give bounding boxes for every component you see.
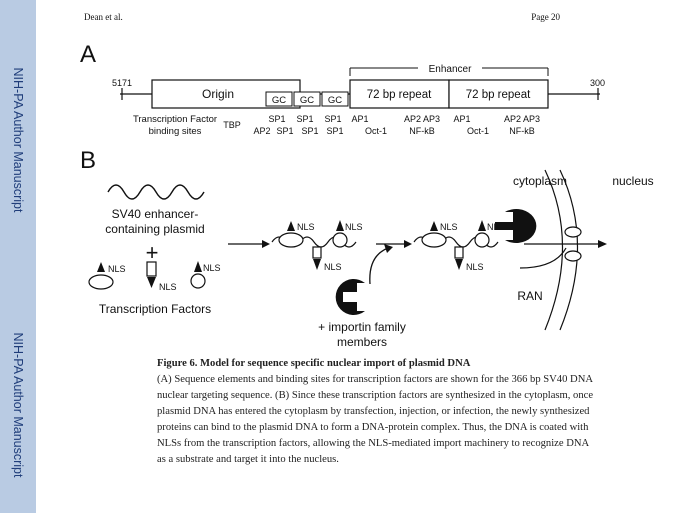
nucleus-label: nucleus	[612, 174, 653, 188]
oct1-group-b: Oct-1	[467, 126, 489, 136]
origin-label: Origin	[202, 87, 234, 101]
gc-box-3	[321, 91, 349, 107]
start-coordinate: 5171	[112, 78, 132, 88]
sp1-row1-1: SP1	[268, 114, 285, 124]
svg-text:NLS: NLS	[108, 264, 126, 274]
transcription-factors-label: Transcription Factors	[99, 302, 211, 316]
ap1-group-b: AP1	[453, 114, 470, 124]
ran-label: RAN	[517, 289, 542, 303]
nfkb-group-a: NF-kB	[409, 126, 435, 136]
dna-protein-complex-2: NLS NLS NLS	[413, 209, 537, 272]
running-header-author: Dean et al.	[84, 12, 123, 22]
sp1-row2-3: SP1	[326, 126, 343, 136]
importin-label-line1: + importin family	[318, 320, 406, 334]
page-number: Page 20	[531, 12, 560, 22]
repeat-box-1	[349, 79, 450, 109]
figure-caption: Figure 6. Model for sequence specific nu…	[157, 356, 597, 468]
ap2-row2: AP2	[253, 126, 270, 136]
gc-box-2	[293, 91, 321, 107]
plasmid-label-line1: SV40 enhancer-	[112, 207, 199, 221]
ap1-group-a: AP1	[351, 114, 368, 124]
sidebar-banner: NIH-PA Author Manuscript NIH-PA Author M…	[0, 0, 36, 513]
enhancer-label: Enhancer	[429, 64, 472, 75]
transcription-factor-3: NLS	[190, 261, 221, 289]
cytoplasm-label: cytoplasm	[513, 174, 567, 188]
svg-text:NLS: NLS	[203, 263, 221, 273]
figure-6: A Enhancer 5171 300 Origin GC GC GC 72 b…	[80, 41, 654, 349]
ap23-group-b: AP2 AP3	[504, 114, 540, 124]
svg-text:NLS: NLS	[440, 222, 458, 232]
importin-binding-arrow	[369, 247, 389, 285]
gc-label-2: GC	[300, 95, 314, 106]
sp1-row2-1: SP1	[276, 126, 293, 136]
tf-binding-label-line2: binding sites	[149, 126, 202, 137]
gc-label-3: GC	[328, 95, 342, 106]
tbp-label: TBP	[223, 120, 241, 130]
svg-text:NLS: NLS	[297, 222, 315, 232]
panel-b-letter: B	[80, 147, 96, 174]
repeat-label-1: 72 bp repeat	[367, 89, 432, 101]
importin-label-line2: members	[337, 335, 387, 349]
nuclear-pore-bottom	[564, 250, 582, 262]
sp1-row2-2: SP1	[301, 126, 318, 136]
svg-text:NLS: NLS	[159, 282, 177, 292]
sp1-row1-2: SP1	[296, 114, 313, 124]
dna-protein-complex-1: NLS NLS NLS	[271, 220, 363, 272]
transcription-factor-2: NLS	[146, 261, 177, 292]
nuclear-envelope-outer	[544, 169, 564, 331]
end-coordinate: 300	[590, 78, 605, 88]
nuclear-pore-top	[564, 226, 582, 238]
caption-body: (A) Sequence elements and binding sites …	[157, 374, 594, 465]
nfkb-group-b: NF-kB	[509, 126, 535, 136]
importin-bound-icon	[495, 209, 537, 243]
sp1-row1-3: SP1	[324, 114, 341, 124]
repeat-box-2	[448, 79, 549, 109]
gc-box-1	[265, 91, 293, 107]
ap23-group-a: AP2 AP3	[404, 114, 440, 124]
oct1-group-a: Oct-1	[365, 126, 387, 136]
tf-binding-label-line1: Transcription Factor	[133, 114, 217, 125]
svg-text:NLS: NLS	[345, 222, 363, 232]
caption-title: Figure 6. Model for sequence specific nu…	[157, 358, 471, 369]
nuclear-envelope-inner	[559, 169, 579, 331]
panel-a-letter: A	[80, 41, 96, 68]
svg-text:NLS: NLS	[466, 262, 484, 272]
gc-label-1: GC	[272, 95, 286, 106]
ran-arrow	[519, 247, 567, 269]
transcription-factor-1: NLS	[88, 262, 126, 290]
plasmid-label-line2: containing plasmid	[105, 222, 204, 236]
repeat-label-2: 72 bp repeat	[466, 89, 531, 101]
plasmid-dna-icon	[107, 184, 205, 200]
plus-sign: +	[146, 240, 159, 265]
svg-text:NLS: NLS	[324, 262, 342, 272]
